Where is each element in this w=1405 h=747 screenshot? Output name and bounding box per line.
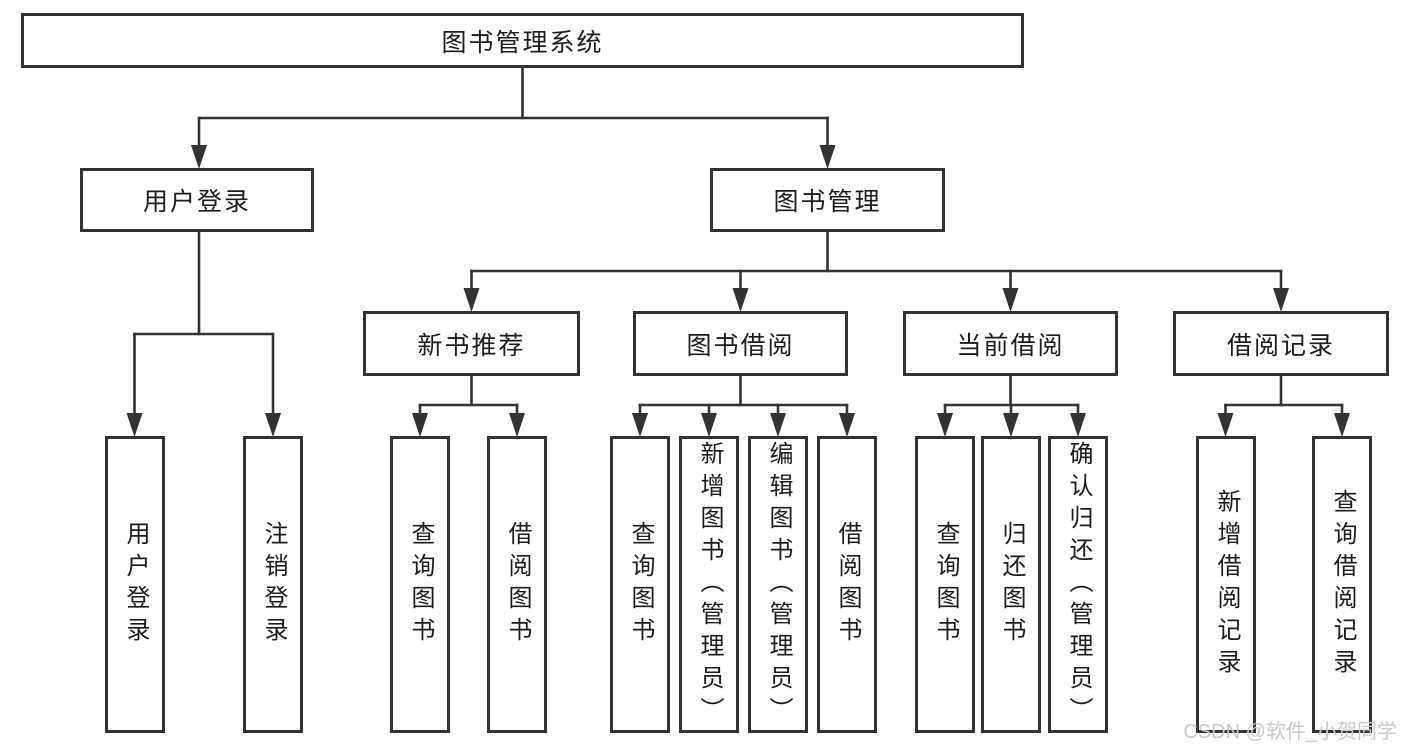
arrowhead-down xyxy=(632,413,648,437)
leaf-cb-confirm-return-label: 确认归还（管理员） xyxy=(1065,440,1092,729)
leaf-bb-add-book: 新增图书（管理员） xyxy=(679,436,739,733)
leaf-user-login: 用户登录 xyxy=(105,436,165,733)
arrowhead-down xyxy=(1273,288,1289,312)
arrowhead-down xyxy=(1217,413,1234,437)
node-root-label: 图书管理系统 xyxy=(441,28,604,57)
leaf-cb-query-book: 查询图书 xyxy=(915,436,975,733)
edge-root-children xyxy=(191,66,836,169)
arrowhead-down xyxy=(937,413,953,437)
leaf-br-add-record-label: 新增借阅记录 xyxy=(1213,488,1240,681)
leaf-bb-query-book-label: 查询图书 xyxy=(627,520,654,649)
edge-book-borrow-children xyxy=(632,374,855,437)
leaf-logout-label: 注销登录 xyxy=(260,520,287,649)
node-new-book-rec: 新书推荐 xyxy=(363,311,580,376)
leaf-cb-confirm-return: 确认归还（管理员） xyxy=(1048,436,1108,733)
node-user-login: 用户登录 xyxy=(80,168,314,232)
node-book-borrow: 图书借阅 xyxy=(633,311,848,376)
leaf-user-login-label: 用户登录 xyxy=(122,520,149,649)
node-borrow-records: 借阅记录 xyxy=(1173,311,1389,376)
arrowhead-down xyxy=(1002,288,1019,312)
node-user-login-label: 用户登录 xyxy=(142,188,251,216)
arrowhead-down xyxy=(701,413,717,437)
leaf-logout: 注销登录 xyxy=(243,436,303,733)
edge-user-login-children xyxy=(126,230,281,437)
arrowhead-down xyxy=(126,413,143,437)
arrowhead-down xyxy=(839,413,855,437)
arrowhead-down xyxy=(770,413,786,437)
leaf-cb-query-book-label: 查询图书 xyxy=(932,520,959,649)
arrowhead-down xyxy=(509,413,525,437)
leaf-cb-return-book: 归还图书 xyxy=(981,436,1041,733)
node-book-mgmt: 图书管理 xyxy=(710,168,945,232)
leaf-rec-query-book-label: 查询图书 xyxy=(407,520,434,649)
arrowhead-down xyxy=(412,413,428,437)
arrowhead-down xyxy=(265,413,281,437)
leaf-br-query-record-label: 查询借阅记录 xyxy=(1329,488,1356,681)
node-new-book-rec-label: 新书推荐 xyxy=(417,331,526,360)
edge-new-book-rec-children xyxy=(412,374,525,437)
leaf-rec-borrow-book-label: 借阅图书 xyxy=(504,520,531,649)
leaf-br-add-record: 新增借阅记录 xyxy=(1196,436,1256,733)
arrowhead-down xyxy=(1334,413,1350,437)
arrowhead-down xyxy=(463,288,480,312)
edge-current-borrow-children xyxy=(937,374,1086,437)
leaf-rec-query-book: 查询图书 xyxy=(390,436,450,733)
leaf-bb-borrow-book: 借阅图书 xyxy=(817,436,877,733)
leaf-br-query-record: 查询借阅记录 xyxy=(1312,436,1372,733)
node-current-borrow-label: 当前借阅 xyxy=(956,331,1065,360)
leaf-bb-borrow-book-label: 借阅图书 xyxy=(834,520,861,649)
arrowhead-down xyxy=(191,145,207,169)
arrowhead-down xyxy=(1003,413,1019,437)
arrowhead-down xyxy=(1070,413,1086,437)
watermark-text: CSDN @软件_小贺同学 xyxy=(1183,721,1397,743)
node-book-borrow-label: 图书借阅 xyxy=(686,331,795,360)
leaf-rec-borrow-book: 借阅图书 xyxy=(487,436,547,733)
node-root: 图书管理系统 xyxy=(21,13,1024,68)
edge-borrow-records-children xyxy=(1217,374,1350,437)
arrowhead-down xyxy=(819,145,836,169)
leaf-cb-return-book-label: 归还图书 xyxy=(998,520,1025,649)
leaf-bb-edit-book: 编辑图书（管理员） xyxy=(748,436,808,733)
leaf-bb-edit-book-label: 编辑图书（管理员） xyxy=(765,440,792,729)
node-current-borrow: 当前借阅 xyxy=(903,311,1118,376)
leaf-bb-add-book-label: 新增图书（管理员） xyxy=(696,440,723,729)
node-borrow-records-label: 借阅记录 xyxy=(1226,331,1335,360)
leaf-bb-query-book: 查询图书 xyxy=(610,436,670,733)
node-book-mgmt-label: 图书管理 xyxy=(773,188,882,216)
edge-book-mgmt-children xyxy=(463,230,1289,312)
arrowhead-down xyxy=(732,288,749,312)
